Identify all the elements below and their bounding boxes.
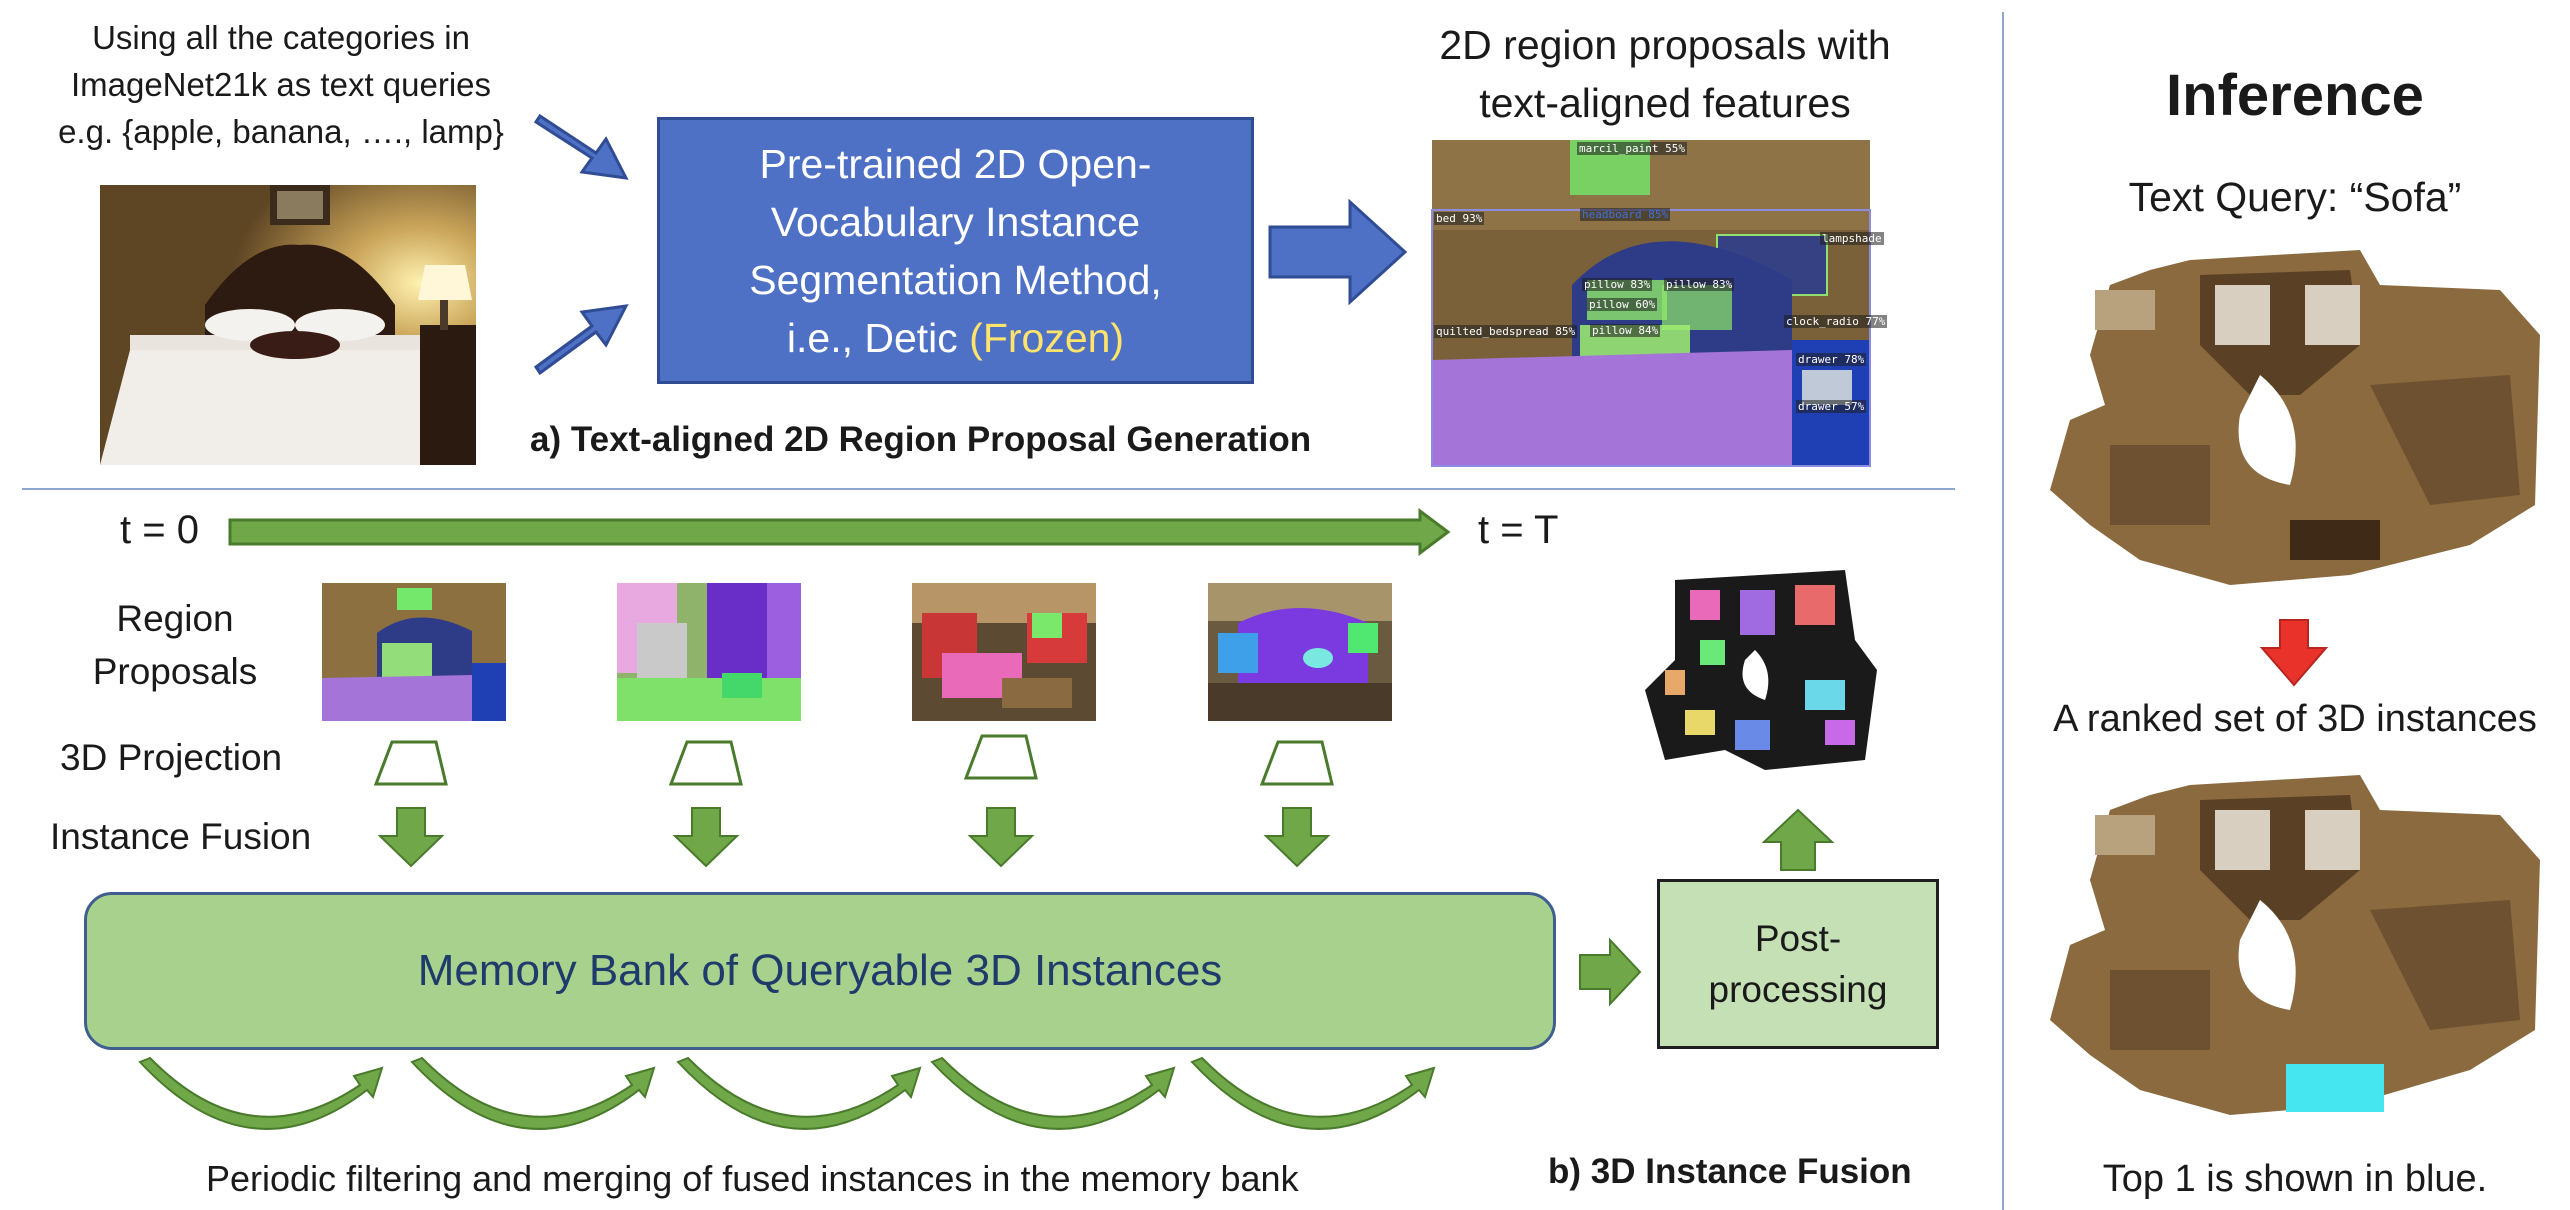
detector-line-1: Pre-trained 2D Open- bbox=[759, 140, 1152, 187]
section-b-label: b) 3D Instance Fusion bbox=[1548, 1152, 1912, 1191]
row-label-projection: 3D Projection bbox=[60, 737, 283, 778]
frozen-label: (Frozen) bbox=[969, 314, 1125, 361]
t-end-label: t = T bbox=[1478, 508, 1559, 552]
fusion-arrow-3 bbox=[967, 807, 1035, 868]
projection-trapezoid-4 bbox=[1259, 740, 1334, 786]
query-note-line-3: e.g. {apple, banana, …., lamp} bbox=[58, 113, 504, 150]
detector-box: Pre-trained 2D Open- Vocabulary Instance… bbox=[657, 117, 1254, 384]
arrow-detector-to-proposals bbox=[1268, 198, 1408, 306]
region-proposal-frame-3 bbox=[912, 583, 1096, 721]
query-note-line-2: ImageNet21k as text queries bbox=[70, 66, 492, 103]
seg-label-clock: clock_radio 77% bbox=[1784, 315, 1888, 328]
fusion-arrow-2 bbox=[672, 807, 740, 868]
projection-trapezoid-2 bbox=[668, 740, 743, 786]
seg-label-oil-paint: marcil_paint 55% bbox=[1577, 142, 1687, 155]
region-proposal-frame-2 bbox=[617, 583, 801, 721]
seg-label-pillow-2: pillow 83% bbox=[1664, 278, 1735, 291]
arrow-bank-to-postprocessing bbox=[1579, 937, 1642, 1007]
query-note: Using all the categories in ImageNet21k … bbox=[36, 14, 526, 155]
periodic-arrow-5 bbox=[1190, 1056, 1436, 1130]
periodic-arrow-2 bbox=[410, 1056, 656, 1130]
proposals-title: 2D region proposals with text-aligned fe… bbox=[1400, 16, 1930, 132]
seg-label-headboard: headboard 85% bbox=[1580, 208, 1671, 221]
seg-label-pillow-1: pillow 83% bbox=[1582, 278, 1653, 291]
arrow-postprocessing-to-output bbox=[1761, 808, 1835, 871]
periodic-arrows bbox=[138, 1056, 1436, 1130]
postprocessing-box: Post- processing bbox=[1657, 879, 1939, 1049]
row-label-region-proposals: Region Proposals bbox=[60, 592, 290, 698]
top1-caption: Top 1 is shown in blue. bbox=[2102, 1158, 2488, 1200]
projection-trapezoid-1 bbox=[373, 740, 448, 786]
seg-label-quilt: quilted_bedspread 85% bbox=[1434, 325, 1578, 338]
input-bedroom-photo bbox=[100, 185, 476, 465]
seg-label-drawer-2: drawer 57% bbox=[1796, 400, 1867, 413]
postprocessing-line-2: processing bbox=[1708, 969, 1888, 1010]
postprocessing-line-1: Post- bbox=[1754, 918, 1842, 959]
region-proposal-frame-1 bbox=[322, 583, 506, 721]
query-note-line-1: Using all the categories in bbox=[92, 19, 470, 56]
periodic-caption: Periodic filtering and merging of fused … bbox=[206, 1158, 1299, 1199]
detector-line-4: i.e., Detic (Frozen) bbox=[749, 309, 1162, 367]
periodic-arrow-1 bbox=[138, 1056, 384, 1130]
text-query: Text Query: “Sofa” bbox=[2128, 174, 2462, 220]
t-start-label: t = 0 bbox=[120, 508, 199, 552]
detector-line-2: Vocabulary Instance bbox=[770, 198, 1141, 245]
ranked-caption: A ranked set of 3D instances bbox=[2053, 698, 2537, 740]
fusion-arrow-4 bbox=[1263, 807, 1331, 868]
detector-line-3: Segmentation Method, bbox=[749, 256, 1162, 303]
segmented-bedroom-photo: marcil_paint 55% bed 93% headboard 85% l… bbox=[1431, 140, 1888, 467]
proposals-title-line-2: text-aligned features bbox=[1479, 80, 1851, 126]
red-down-arrow bbox=[2259, 619, 2329, 687]
arrow-image-to-detector bbox=[533, 304, 629, 376]
seg-label-pillow-4: pillow 84% bbox=[1590, 324, 1661, 337]
row-label-region: Region bbox=[116, 598, 234, 639]
proposals-title-line-1: 2D region proposals with bbox=[1439, 22, 1891, 68]
seg-label-bed: bed 93% bbox=[1434, 212, 1485, 225]
fusion-arrow-1 bbox=[377, 807, 445, 868]
fused-3d-scene bbox=[1645, 560, 1877, 782]
row-label-proposals: Proposals bbox=[92, 651, 258, 692]
arrow-text-to-detector bbox=[533, 113, 629, 180]
sofa-highlight bbox=[2286, 1064, 2384, 1112]
scene-point-cloud-top bbox=[2050, 245, 2540, 600]
section-a-label: a) Text-aligned 2D Region Proposal Gener… bbox=[530, 420, 1312, 459]
memory-bank-label: Memory Bank of Queryable 3D Instances bbox=[417, 946, 1223, 995]
periodic-arrow-3 bbox=[676, 1056, 922, 1130]
memory-bank-box: Memory Bank of Queryable 3D Instances bbox=[84, 892, 1556, 1050]
periodic-arrow-4 bbox=[930, 1056, 1176, 1130]
seg-label-pillow-3: pillow 60% bbox=[1587, 298, 1658, 311]
seg-label-drawer-1: drawer 78% bbox=[1796, 353, 1867, 366]
inference-title: Inference bbox=[2166, 63, 2424, 128]
region-proposal-frame-4 bbox=[1208, 583, 1392, 721]
seg-label-lampshade: lampshade bbox=[1820, 232, 1884, 245]
detector-line-4-prefix: i.e., Detic bbox=[786, 314, 970, 361]
row-label-fusion: Instance Fusion bbox=[50, 816, 312, 857]
scene-point-cloud-bottom bbox=[2050, 770, 2540, 1130]
projection-trapezoid-3 bbox=[963, 734, 1038, 780]
